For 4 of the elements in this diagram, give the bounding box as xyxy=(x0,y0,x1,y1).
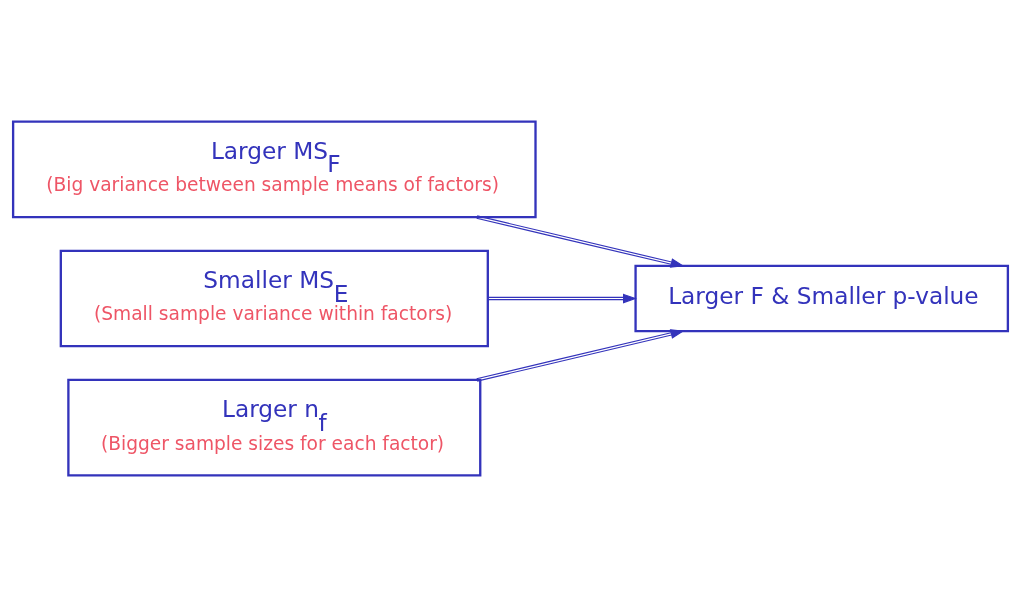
arrow xyxy=(476,214,685,268)
node-box: Larger F & Smaller p-value xyxy=(634,264,1010,332)
arrow xyxy=(487,293,637,303)
arrow xyxy=(476,328,685,382)
